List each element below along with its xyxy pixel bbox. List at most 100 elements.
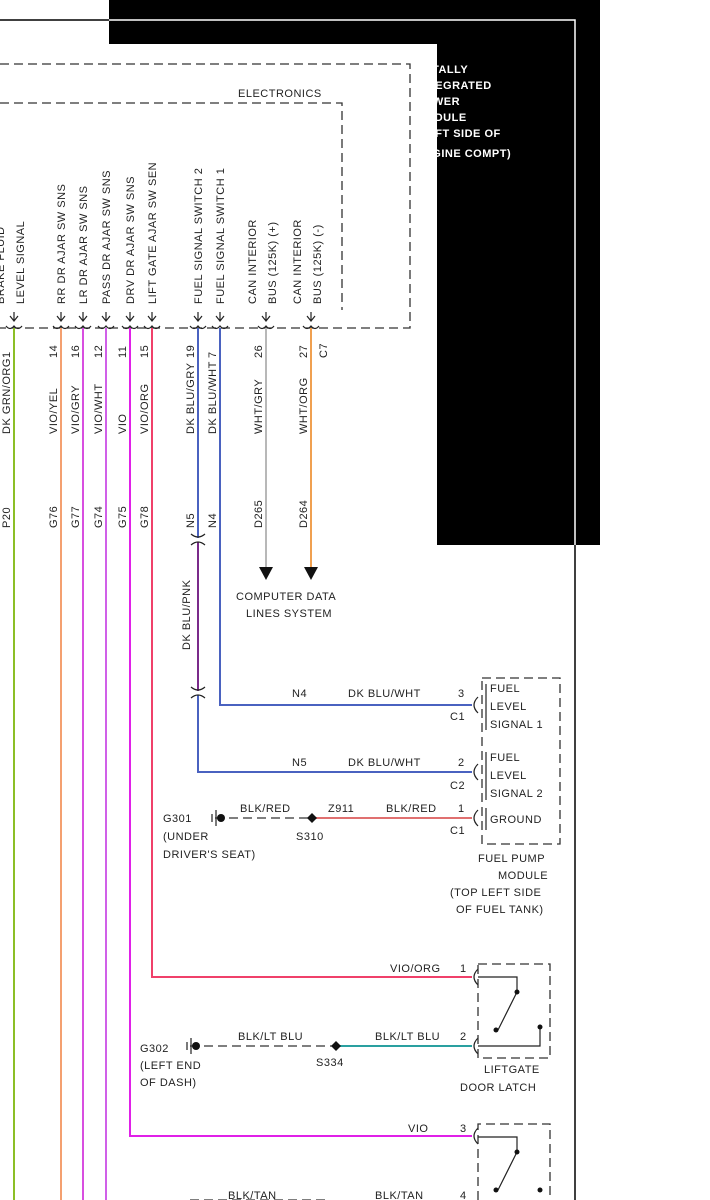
- wire-color-label: BLK/RED: [240, 803, 291, 815]
- ground-label: G302: [140, 1043, 169, 1055]
- ground-icon: [217, 814, 225, 822]
- pin-number: 2: [458, 757, 465, 769]
- pin-function-label: LEVEL SIGNAL: [15, 221, 27, 304]
- circuit-label: G76: [48, 506, 60, 528]
- wire-color-label: BLK/RED: [386, 803, 437, 815]
- fuel-signal2-label: LEVEL: [490, 770, 527, 782]
- fuel-pump-module-label: FUEL PUMP: [478, 853, 545, 865]
- redaction-block: [437, 44, 600, 545]
- splice-icon: [307, 813, 317, 823]
- electronics-box: [0, 102, 343, 310]
- pin-terminal-icon: [121, 312, 139, 330]
- ground-wire-dashed: [190, 817, 336, 1200]
- pin-number: 12: [93, 345, 105, 358]
- connector-label: C2: [450, 780, 465, 792]
- connector-cavity-icon: [473, 1127, 479, 1145]
- wire-n5: [197, 695, 472, 773]
- latch-switch-icon: [478, 976, 541, 1047]
- wire-color-label: VIO/YEL: [48, 388, 60, 434]
- pin-terminal-icon: [97, 312, 115, 330]
- connector-cavity-icon: [473, 968, 479, 986]
- electronics-label: ELECTRONICS: [238, 88, 322, 100]
- pin-number: 7: [207, 351, 219, 358]
- ground-location: (LEFT END: [140, 1060, 201, 1072]
- pin-function-label: CAN INTERIOR: [292, 219, 304, 304]
- pin-number: 27: [298, 345, 310, 358]
- splice-label: S310: [296, 831, 324, 843]
- wire-color-label: DK BLU/WHT: [207, 361, 219, 434]
- circuit-label: N4: [292, 688, 307, 700]
- pin-function-label: PASS DR AJAR SW SNS: [101, 170, 113, 304]
- fuel-signal1-label: FUEL: [490, 683, 520, 695]
- pin-terminal-icon: [257, 312, 275, 330]
- pin-function-label: LIFT GATE AJAR SW SEN: [147, 162, 159, 304]
- pin-terminal-icon: [189, 312, 207, 330]
- ground-label: G301: [163, 813, 192, 825]
- circuit-label: D264: [298, 500, 310, 528]
- switch-contact-icon: [493, 1027, 499, 1033]
- circuit-label: D265: [253, 500, 265, 528]
- tipm-label-line: INTEGRATED: [416, 80, 492, 92]
- connector-cavity-icon: [473, 763, 479, 781]
- switch-contact-icon: [514, 1149, 520, 1155]
- wire-color-label: VIO/GRY: [70, 385, 82, 434]
- pin-number: 15: [139, 345, 151, 358]
- wire-color-label: VIO/WHT: [93, 383, 105, 434]
- liftgate-latch-label: LIFTGATE: [484, 1064, 540, 1076]
- wire-color-label: VIO/ORG: [390, 963, 441, 975]
- circuit-label: G74: [93, 506, 105, 528]
- pin-number: 1: [458, 803, 465, 815]
- circuit-label: N5: [185, 513, 197, 528]
- fuel-signal2-label: FUEL: [490, 752, 520, 764]
- pin-terminal-icon: [302, 312, 320, 330]
- liftgate-latch-label: DOOR LATCH: [460, 1082, 536, 1094]
- pin-function-label: CAN INTERIOR: [247, 219, 259, 304]
- wire-g75: [129, 328, 472, 1137]
- fuel-signal2-label: SIGNAL 2: [490, 788, 543, 800]
- pin-terminal-icon: [143, 312, 161, 330]
- connector-cavity-icon: [473, 696, 479, 714]
- circuit-label: N4: [207, 513, 219, 528]
- pin-terminal-icon: [52, 312, 70, 330]
- tipm-label-line: TOTALLY: [416, 64, 468, 76]
- circuit-label: P20: [1, 507, 13, 528]
- wire-color-label: BLK/LT BLU: [238, 1031, 303, 1043]
- pin-number: 19: [185, 345, 197, 358]
- connector-label: C1: [450, 825, 465, 837]
- wire-color-label: DK BLU/WHT: [348, 688, 421, 700]
- ground-location: DRIVER'S SEAT): [163, 849, 256, 861]
- pin-terminal-icon: [211, 312, 229, 330]
- pin-number: 4: [460, 1190, 467, 1200]
- wire-g78: [151, 328, 472, 978]
- circuit-label: N5: [292, 757, 307, 769]
- pin-function-label: FUEL SIGNAL SWITCH 1: [215, 168, 227, 304]
- tipm-label-line: (LEFT SIDE OF: [416, 128, 501, 140]
- pin-function-label: BRAKE FLUID: [0, 226, 7, 304]
- wire-color-label: BLK/TAN: [375, 1190, 424, 1200]
- pin-number: 11: [117, 346, 129, 358]
- wire-color-label: DK GRN/ORG: [1, 358, 13, 434]
- pin-function-label: RR DR AJAR SW SNS: [56, 184, 68, 304]
- pin-function-label: DRV DR AJAR SW SNS: [125, 176, 137, 304]
- inline-connector: [190, 533, 206, 699]
- splice-icon: [331, 1041, 341, 1051]
- circuit-label: G78: [139, 506, 151, 528]
- circuit-label: G77: [70, 506, 82, 528]
- redaction-block: [109, 0, 600, 44]
- pin-number: 26: [253, 345, 265, 358]
- data-lines-label: COMPUTER DATA: [236, 591, 336, 603]
- switch-contact-icon: [537, 1187, 543, 1193]
- switch-contact-icon: [493, 1187, 499, 1193]
- ground-icon: [186, 1038, 192, 1054]
- fuel-signal1-label: SIGNAL 1: [490, 719, 543, 731]
- arrow-icon: [304, 567, 318, 580]
- wire-color-label: WHT/GRY: [253, 379, 265, 434]
- pin-number: 2: [460, 1031, 467, 1043]
- circuit-label: Z911: [328, 803, 354, 815]
- fuel-signal1-label: LEVEL: [490, 701, 527, 713]
- pin-terminal-icon: [74, 312, 92, 330]
- tipm-label-line: MODULE: [416, 112, 467, 124]
- pin-number: 1: [460, 963, 467, 975]
